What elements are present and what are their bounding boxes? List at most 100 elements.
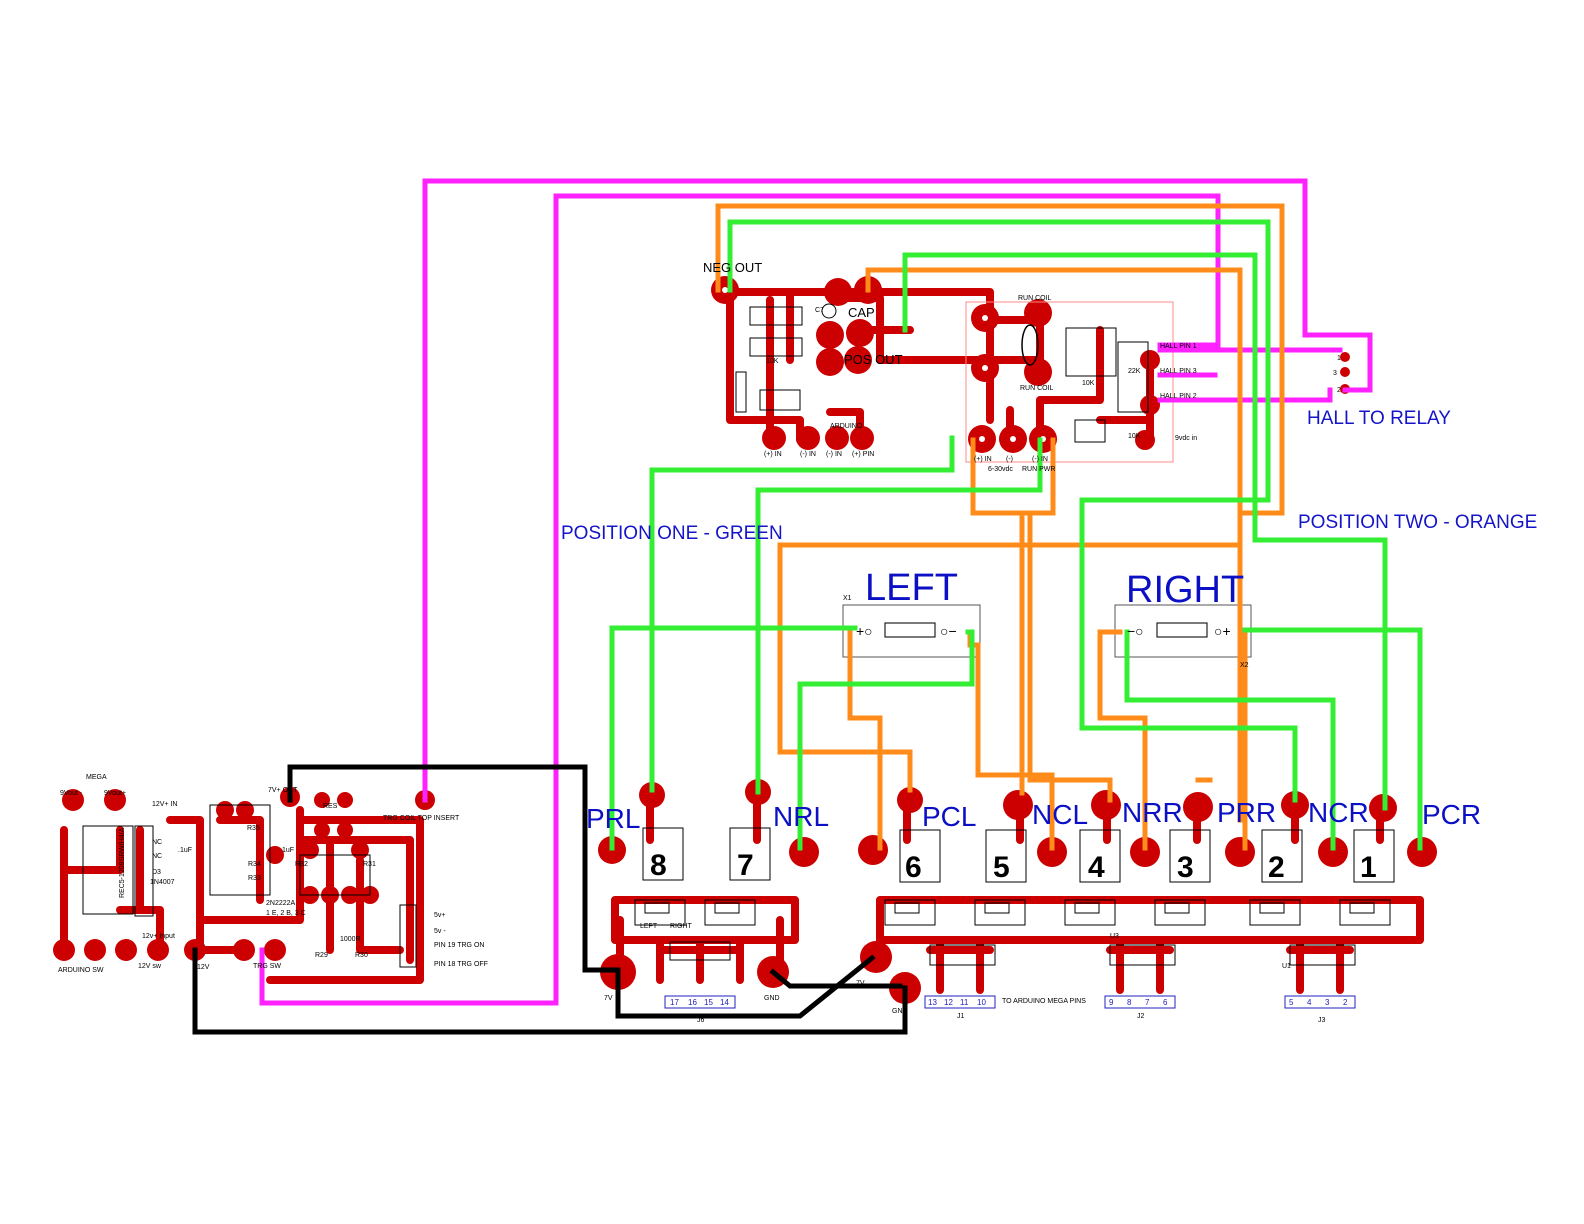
right-motor-box: [1114, 604, 1252, 658]
mega-label: MEGA: [86, 774, 107, 781]
seven-v-label-1: 7V: [604, 995, 613, 1002]
relay-label-nrr: NRR: [1122, 797, 1183, 828]
twelve-v-sw-label: 12V sw: [138, 963, 162, 970]
relay-label-prl: PRL: [586, 803, 640, 834]
j3-pin-4: 4: [1307, 998, 1312, 1007]
j1-pin-11: 11: [960, 998, 969, 1007]
pin18-label: PIN 18 TRG OFF: [434, 961, 488, 968]
relay-number-8: 8: [650, 849, 667, 882]
supply-range-label: 6-30vdc: [988, 466, 1013, 473]
seven-v-label-2: 7V: [856, 980, 865, 987]
relay-number-2: 2: [1268, 851, 1285, 884]
run-coil-label: RUN COIL: [1020, 385, 1054, 392]
minus-in-label-b: (-) IN: [1032, 456, 1048, 463]
arduino-label: ARDUINO: [830, 423, 863, 430]
left-motor-box: [842, 604, 981, 658]
res-label: RES: [323, 803, 338, 810]
vout-minus-label: 9Vout -: [60, 790, 83, 797]
neg-out-label: NEG OUT: [703, 260, 762, 275]
relay-number-4: 4: [1088, 851, 1105, 884]
arduino-sw-label: ARDUINO SW: [58, 967, 104, 974]
run-pwr-label: RUN PWR: [1022, 466, 1055, 473]
seven-v-out-label: 7V+ OUT: [268, 787, 298, 794]
r1000-label: 1000R: [340, 936, 361, 943]
r29-label: R29: [315, 952, 328, 959]
j2-label: J2: [1137, 1013, 1145, 1020]
plus-pin-label: (+) PIN: [852, 451, 874, 458]
c7-label: C7: [815, 307, 824, 314]
position-one-label: POSITION ONE - GREEN: [561, 523, 783, 544]
twelve-input-label: 12v+ Input: [142, 933, 175, 940]
r32-label: R32: [295, 861, 308, 868]
nine-vdc-label: 9vdc in: [1175, 435, 1197, 442]
x1-label: X1: [843, 595, 852, 602]
gnd-label-2: GND: [892, 1008, 908, 1015]
nc-label-2: NC: [152, 853, 162, 860]
position-two-label: POSITION TWO - ORANGE: [1298, 512, 1537, 533]
run-coil-top-label: RUN COIL: [1018, 295, 1052, 302]
wires-green: [609, 219, 1423, 851]
diode-label: 1N4007: [150, 879, 175, 886]
wires-black: [192, 764, 908, 1035]
x2-label: X2: [1240, 662, 1249, 669]
r10k-label-2: 10K: [1082, 380, 1095, 387]
j6-pin-15: 15: [704, 998, 713, 1007]
j2-pin-9: 9: [1109, 998, 1114, 1007]
r35-label: R35: [247, 825, 260, 832]
hall-pin2-label: HALL PIN 2: [1160, 393, 1197, 400]
hall-pin-2: 2: [1337, 387, 1341, 394]
j2-pin-6: 6: [1163, 998, 1168, 1007]
right-minus-terminal: −○: [1127, 623, 1144, 639]
component-outlines: [82, 301, 1395, 1009]
dcdc-label: REC5-1209SRW/H4/A: [119, 827, 126, 898]
cap-label: CAP: [848, 305, 875, 320]
j6-label: J6: [697, 1017, 705, 1024]
j1-pin-12: 12: [944, 998, 953, 1007]
j6-pin-17: 17: [670, 998, 679, 1007]
transistor-label: 2N2222A: [266, 900, 296, 907]
r30-label: R30: [355, 952, 368, 959]
j6-pin-14: 14: [720, 998, 729, 1007]
relay-number-6: 6: [905, 851, 922, 884]
j1-label: J1: [957, 1013, 965, 1020]
plus-in-label-b: (+) IN: [974, 456, 992, 463]
vout-plus-label: 9Vout+: [104, 790, 126, 797]
right-plus-terminal: ○+: [1214, 623, 1231, 639]
right-label: RIGHT: [1126, 569, 1244, 611]
trg-coil-label: TRG COIL TOP INSERT: [383, 815, 460, 822]
relay-label-ncr: NCR: [1308, 797, 1369, 828]
relay-number-5: 5: [993, 851, 1010, 884]
relay-number-1: 1: [1360, 851, 1377, 884]
relay-label-pcr: PCR: [1422, 799, 1481, 830]
relay-label-ncl: NCL: [1032, 799, 1088, 830]
d3-label: D3: [152, 869, 161, 876]
left-small-label: LEFT: [640, 923, 658, 930]
r10k-label-3: 10K: [1128, 433, 1141, 440]
cap-1uf-label: 1uF: [282, 847, 294, 854]
hall-to-relay-label: HALL TO RELAY: [1307, 408, 1451, 429]
hall-pin-1: 1: [1337, 355, 1341, 362]
r22k-label: 22K: [1128, 368, 1141, 375]
cap-1uf-b-label: .1uF: [178, 847, 192, 854]
left-plus-terminal: +○: [856, 623, 873, 639]
gnd-label-1: GND: [764, 995, 780, 1002]
r34-label: R34: [248, 861, 261, 868]
relay-label-nrl: NRL: [773, 801, 829, 832]
j2-pin-7: 7: [1145, 998, 1150, 1007]
five-minus-label: 5v -: [434, 928, 446, 935]
j1-pin-13: 13: [928, 998, 937, 1007]
j3-pin-3: 3: [1325, 998, 1330, 1007]
right-small-label: RIGHT: [670, 923, 693, 930]
pcb-pads: [53, 276, 1437, 1004]
relay-label-pcl: PCL: [922, 801, 976, 832]
left-label: LEFT: [865, 567, 958, 609]
r10k-label-1: 10K: [766, 358, 779, 365]
r33-label: R33: [248, 875, 261, 882]
left-minus-terminal: ○−: [940, 623, 957, 639]
to-mega-label: TO ARDUINO MEGA PINS: [1002, 998, 1086, 1005]
text-labels: NEG OUT CAP POS OUT C7 10K ARDUINO (+) I…: [58, 260, 1537, 1024]
twelve-in-label: 12V+ IN: [152, 801, 178, 808]
nc-label-1: NC: [152, 839, 162, 846]
relay-number-7: 7: [737, 849, 754, 882]
